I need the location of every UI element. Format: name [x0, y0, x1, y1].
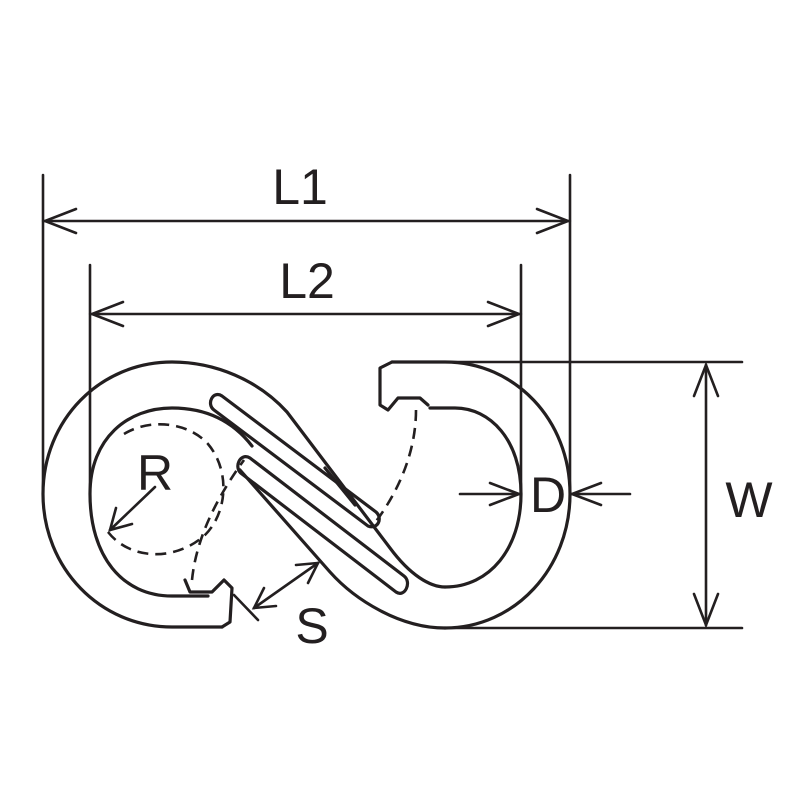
gate-swing-paths: [106, 409, 418, 581]
l1-left-arrowhead: [41, 207, 78, 235]
left-loop-inner-edge: [88, 406, 254, 598]
l2-label: L2: [279, 253, 335, 309]
d-left-arrowhead: [488, 481, 523, 507]
center-lower-edge: [238, 468, 447, 630]
right-latch-tip: [378, 360, 430, 412]
extension-lines: [41, 173, 744, 630]
s-dimension-line: [252, 561, 320, 610]
l1-label: L1: [272, 159, 328, 215]
right-loop-outer-edge: [390, 360, 572, 630]
r-dimension: R: [108, 445, 173, 532]
l2-dimension: L2: [88, 253, 523, 328]
left-loop-outer-edge: [41, 360, 447, 629]
r-arrowhead: [108, 506, 134, 532]
l1-dimension: L1: [41, 159, 572, 235]
left-gate-swing-arc: [190, 459, 246, 581]
l1-right-arrowhead: [535, 207, 572, 235]
left-latch-tip: [183, 578, 234, 629]
s-tip-extension: [232, 593, 260, 622]
r-leader-line: [108, 485, 157, 532]
left-dashed-radius-circle: [106, 422, 225, 556]
gate-tips: [183, 360, 430, 629]
w-top-arrowhead: [692, 361, 720, 398]
l2-right-arrowhead: [486, 300, 523, 328]
s-label: S: [295, 598, 328, 654]
d-label: D: [530, 467, 566, 523]
d-right-arrowhead: [568, 481, 603, 507]
w-label: W: [725, 472, 773, 528]
w-dimension: W: [692, 361, 773, 629]
l2-left-arrowhead: [88, 300, 125, 328]
s-upper-arrowhead: [294, 561, 321, 585]
w-bottom-arrowhead: [692, 592, 720, 629]
right-gate-swing-arc: [372, 409, 418, 525]
r-label: R: [137, 445, 173, 501]
s-lower-arrowhead: [251, 586, 278, 610]
lower-gate-bar: [236, 455, 409, 595]
s-dimension: S: [232, 561, 329, 654]
d-dimension: D: [458, 467, 632, 523]
right-loop-inner-edge: [428, 406, 523, 589]
upper-gate-bar: [209, 393, 381, 529]
